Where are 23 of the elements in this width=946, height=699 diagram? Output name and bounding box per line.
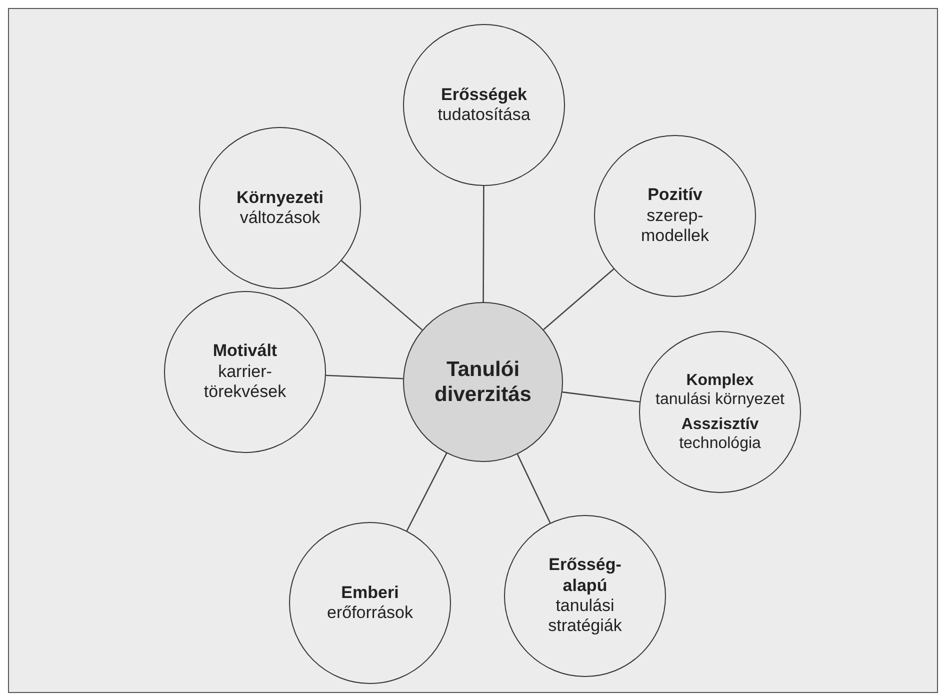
connector-line (562, 391, 640, 402)
node-text: szerep-modellek (640, 206, 710, 247)
connector-line (482, 186, 484, 302)
node-text: tanulási környezet (656, 390, 784, 409)
node-heading: Komplex (686, 370, 754, 390)
node-heading: Erősségek (441, 84, 527, 105)
node-text: karrier-törekvések (202, 362, 288, 403)
node-text: tanulási stratégiák (547, 596, 623, 637)
node-heading: Asszisztív (681, 415, 759, 434)
connector-line (341, 260, 423, 330)
node-text: változások (240, 208, 320, 228)
node-heading: Környezeti (236, 188, 324, 208)
connector-line (516, 454, 551, 524)
node-text: tudatosítása (438, 105, 530, 126)
node-text: technológia (679, 434, 761, 454)
node-text: erőforrások (327, 603, 413, 624)
connector-line (326, 374, 404, 380)
node-heading: Tanulói diverzitás (434, 356, 532, 408)
connector-line (406, 452, 448, 532)
node-heading: Emberi (341, 582, 399, 603)
connector-line (543, 268, 614, 330)
node-heading: Motivált (212, 341, 278, 362)
node-heading: Pozitív (648, 185, 702, 206)
